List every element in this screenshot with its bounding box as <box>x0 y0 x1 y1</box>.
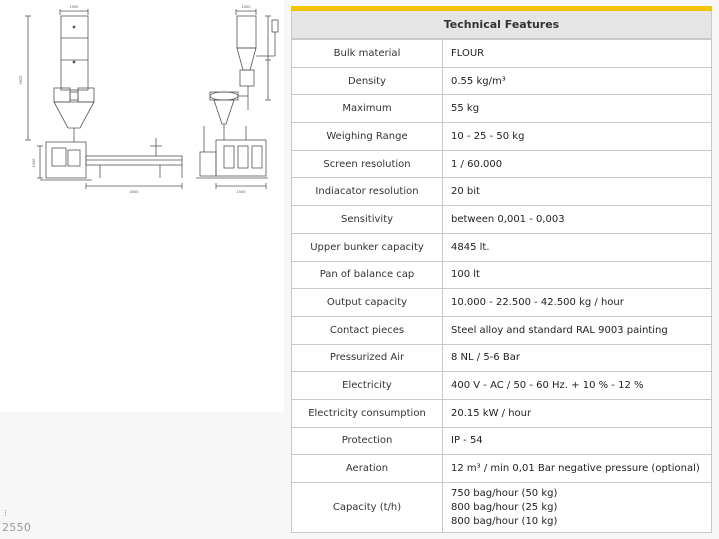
row-label: Electricity <box>291 371 443 400</box>
row-value: 0.55 kg/m³ <box>442 66 712 96</box>
machine-drawing-svg: 1500 5625 1000 4000 1000 1500 <box>19 5 279 194</box>
table-row-capacity: Capacity (t/h) 750 bag/hour (50 kg) 800 ba… <box>291 482 712 533</box>
row-label: Sensitivity <box>291 205 443 234</box>
row-value: FLOUR <box>442 39 712 68</box>
row-label: Screen resolution <box>291 149 443 179</box>
cyclone <box>209 91 239 101</box>
technical-drawing: 1500 5625 1000 4000 1000 1500 <box>0 0 284 412</box>
capacity-line: 800 bag/hour (10 kg) <box>451 515 558 527</box>
row-value: 55 kg <box>442 94 712 124</box>
dim-base-height: 1000 <box>32 159 36 168</box>
conveyor <box>85 155 183 166</box>
table-header: Technical Features <box>291 11 712 39</box>
corner-mark: ⁝ <box>4 509 7 519</box>
corner-label: 2550 <box>2 521 32 534</box>
row-value: 12 m³ / min 0,01 Bar negative pressure (… <box>442 454 712 483</box>
dim-side-width-top: 1000 <box>242 5 251 9</box>
row-value: 20 bit <box>442 177 712 207</box>
row-value: 4845 lt. <box>442 232 712 262</box>
row-label: Capacity (t/h) <box>291 482 443 533</box>
row-label: Bulk material <box>291 39 443 68</box>
row-value: 10.000 - 22.500 - 42.500 kg / hour <box>442 288 712 317</box>
row-value: IP - 54 <box>442 426 712 456</box>
row-value: Steel alloy and standard RAL 9003 painti… <box>442 315 712 345</box>
row-label: Pressurized Air <box>291 343 443 373</box>
row-label: Aeration <box>291 454 443 483</box>
row-value: 750 bag/hour (50 kg) 800 bag/hour (25 kg)… <box>442 482 712 533</box>
row-value: 10 - 25 - 50 kg <box>442 122 712 151</box>
row-value: 1 / 60.000 <box>442 149 712 179</box>
row-label: Pan of balance cap <box>291 260 443 290</box>
row-label: Output capacity <box>291 288 443 317</box>
weighing-cone <box>53 101 95 129</box>
upper-bunker <box>60 15 89 91</box>
row-label: Upper bunker capacity <box>291 232 443 262</box>
capacity-line: 750 bag/hour (50 kg) <box>451 487 558 499</box>
row-label: Density <box>291 66 443 96</box>
row-label: Maximum <box>291 94 443 124</box>
dim-front-width: 1500 <box>70 5 79 9</box>
row-value: between 0,001 - 0,003 <box>442 205 712 234</box>
row-value: 400 V - AC / 50 - 60 Hz. + 10 % - 12 % <box>442 371 712 400</box>
row-value: 100 lt <box>442 260 712 290</box>
side-bunker <box>236 15 257 49</box>
row-label: Protection <box>291 426 443 456</box>
capacity-line: 800 bag/hour (25 kg) <box>451 501 558 513</box>
row-label: Weighing Range <box>291 122 443 151</box>
row-value: 8 NL / 5-6 Bar <box>442 343 712 373</box>
accent-bar <box>291 6 712 11</box>
row-value: 20.15 kW / hour <box>442 398 712 428</box>
dim-side-width-bottom: 1500 <box>237 190 246 194</box>
row-label: Contact pieces <box>291 315 443 345</box>
row-label: Indiacator resolution <box>291 177 443 207</box>
dim-conveyor-length: 4000 <box>130 190 139 194</box>
row-label: Electricity consumption <box>291 398 443 428</box>
dim-front-height: 5625 <box>19 76 23 85</box>
side-frame <box>215 139 267 177</box>
